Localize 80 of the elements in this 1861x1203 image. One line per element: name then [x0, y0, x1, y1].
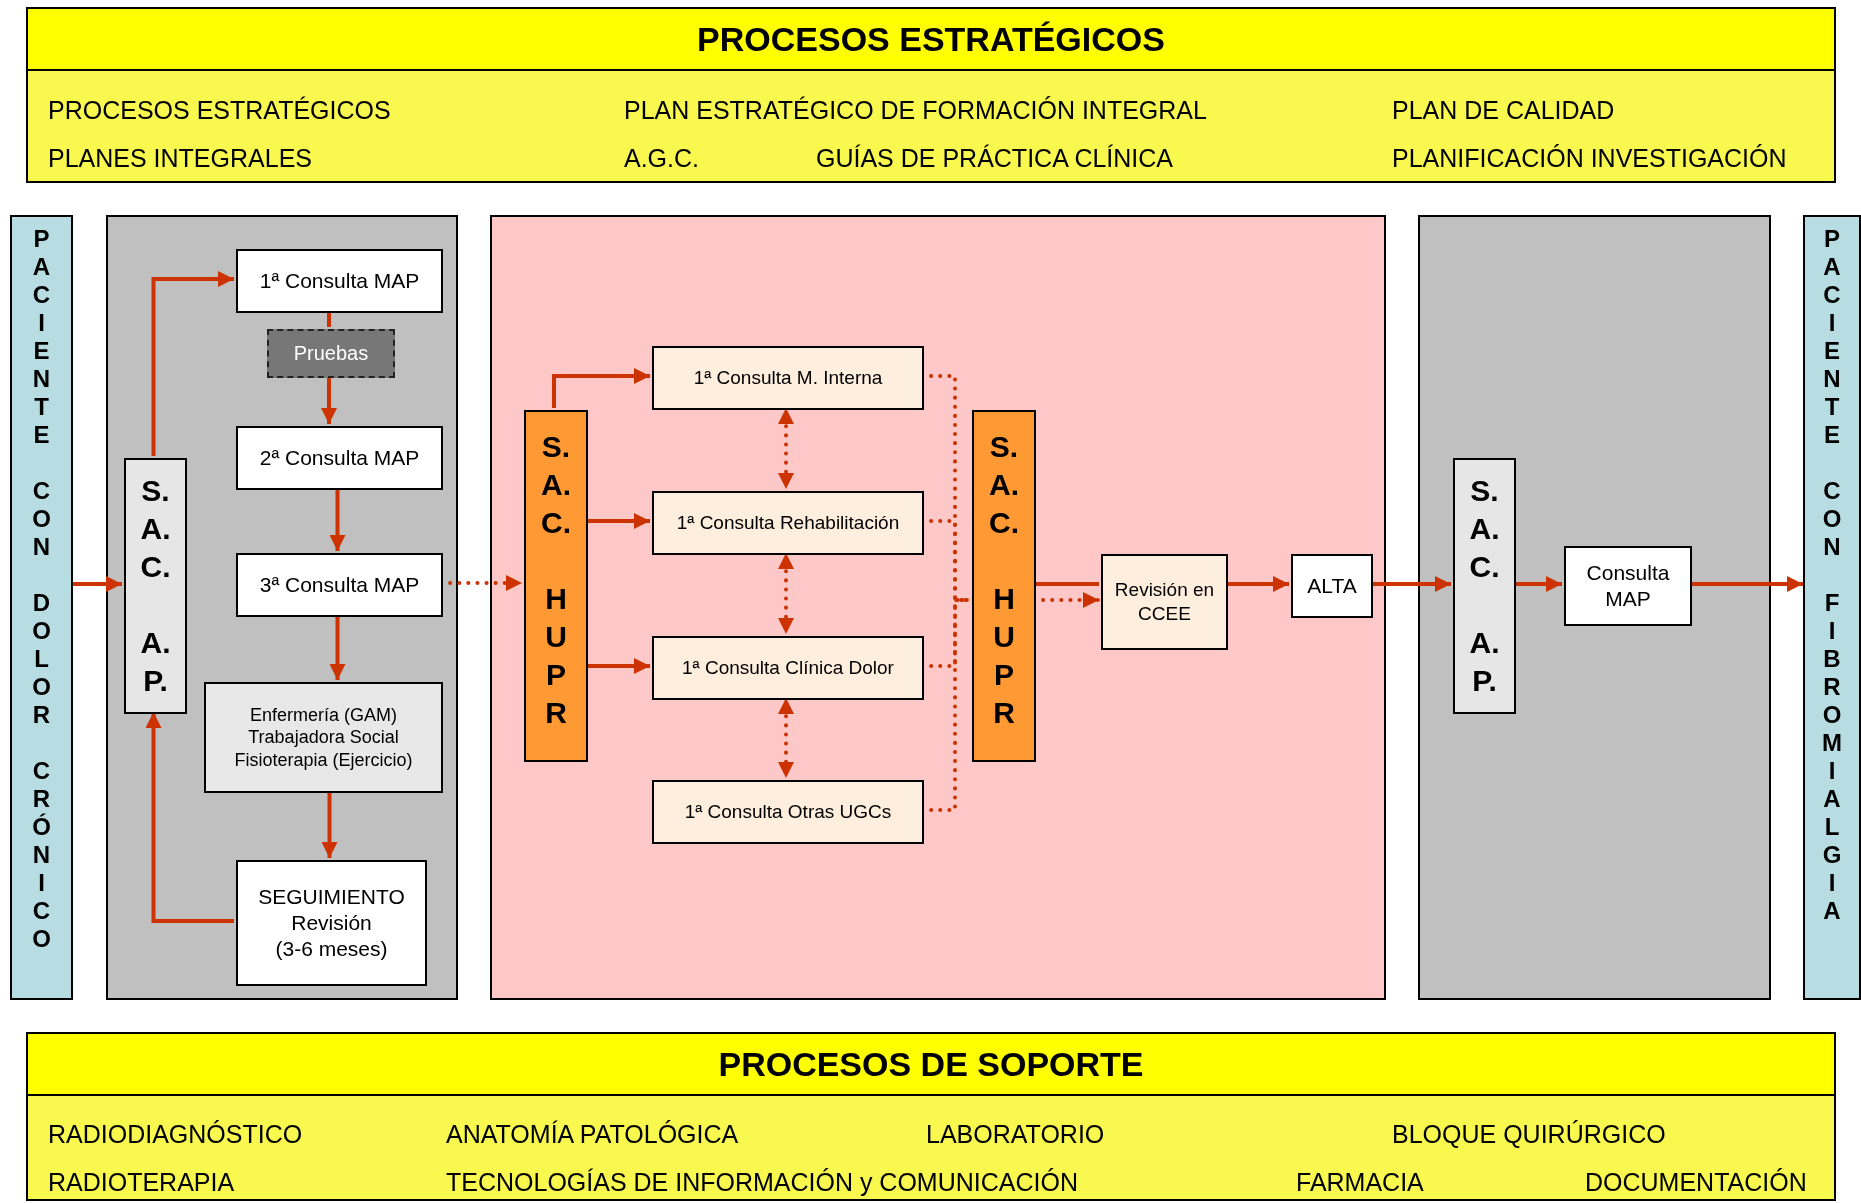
box-label: Enfermería (GAM)	[250, 703, 397, 727]
vertical-label: PACIENTE CON FIBROMIALGIA	[1822, 224, 1842, 925]
process-item: FARMACIA	[1296, 1168, 1424, 1196]
process-band	[26, 1032, 1836, 1201]
test-box	[267, 329, 395, 378]
process-box	[236, 553, 443, 617]
patient-column	[10, 215, 73, 1000]
process-item: DOCUMENTACIÓN	[1585, 1168, 1807, 1196]
arrow	[329, 615, 346, 680]
arrow	[552, 368, 650, 408]
process-item: ANATOMÍA PATOLÓGICA	[446, 1120, 739, 1148]
process-item: RADIOTERAPIA	[48, 1168, 235, 1196]
process-box	[236, 249, 443, 313]
process-item: GUÍAS DE PRÁCTICA CLÍNICA	[816, 144, 1174, 172]
process-item: PROCESOS ESTRATÉGICOS	[48, 96, 391, 124]
arrow	[73, 576, 122, 592]
box-label: Fisioterapia (Ejercicio)	[234, 748, 413, 772]
process-item: A.G.C.	[624, 144, 699, 172]
box-label: 1ª Consulta M. Interna	[693, 366, 883, 390]
arrow	[321, 376, 337, 424]
band-heading: PROCESOS DE SOPORTE	[28, 1034, 1834, 1096]
process-item: LABORATORIO	[926, 1120, 1105, 1148]
box-label: Revisión en CCEE	[1113, 578, 1216, 626]
box-label: 1ª Consulta MAP	[259, 267, 420, 294]
process-box	[236, 860, 427, 986]
box-label: Consulta MAP	[1585, 559, 1671, 612]
box-label: Revisión	[291, 909, 372, 936]
patient-column	[1803, 215, 1861, 1000]
process-item: TECNOLOGÍAS DE INFORMACIÓN y COMUNICACIÓN	[446, 1168, 1078, 1196]
process-item: PLAN DE CALIDAD	[1392, 96, 1615, 124]
connector-line	[327, 311, 331, 327]
process-item: PLANES INTEGRALES	[48, 144, 312, 172]
connector-line	[1034, 582, 1099, 586]
panel-background	[1418, 215, 1771, 1000]
panel-background	[106, 215, 458, 1000]
process-item: BLOQUE QUIRÚRGICO	[1392, 1120, 1666, 1148]
vertical-label: S.A.C. A.P.	[1469, 473, 1500, 699]
process-box	[652, 780, 924, 844]
arrow	[321, 791, 338, 858]
process-box	[652, 636, 924, 700]
vertical-label: S.A.C. HUPR	[989, 429, 1019, 731]
process-box	[236, 426, 443, 490]
arrow	[1690, 576, 1803, 592]
arrow	[1514, 576, 1562, 592]
box-label: Trabajadora Social	[248, 726, 399, 749]
arrow	[145, 712, 234, 923]
process-box	[652, 346, 924, 410]
arrow	[1226, 576, 1289, 592]
band-heading: PROCESOS ESTRATÉGICOS	[28, 9, 1834, 71]
service-bar	[124, 458, 187, 714]
service-bar	[972, 410, 1036, 762]
panel-background	[490, 215, 1386, 1000]
arrow	[329, 488, 346, 551]
process-item: RADIODIAGNÓSTICO	[48, 1120, 303, 1148]
process-box	[652, 491, 924, 555]
process-box	[1101, 554, 1228, 650]
box-label: ALTA	[1307, 572, 1357, 599]
arrow	[586, 513, 650, 529]
box-label: SEGUIMIENTO	[258, 883, 405, 910]
service-bar	[1453, 458, 1516, 714]
box-label: 3ª Consulta MAP	[259, 571, 420, 598]
box-label: (3-6 meses)	[275, 936, 388, 963]
vertical-label: S.A.C. HUPR	[541, 429, 571, 731]
box-label: 1ª Consulta Otras UGCs	[684, 800, 892, 824]
process-band	[26, 7, 1836, 183]
process-item: PLAN ESTRATÉGICO DE FORMACIÓN INTEGRAL	[624, 96, 1207, 124]
box-label: 1ª Consulta Rehabilitación	[676, 511, 900, 535]
vertical-label: PACIENTE CON DOLOR CRÓNICO	[32, 224, 51, 953]
arrow	[1371, 576, 1451, 592]
process-item: PLANIFICACIÓN INVESTIGACIÓN	[1392, 144, 1787, 172]
vertical-label: S.A.C. A.P.	[140, 473, 171, 699]
box-label: 1ª Consulta Clínica Dolor	[682, 656, 894, 680]
arrow	[151, 271, 234, 456]
process-box	[1291, 554, 1373, 618]
arrow	[586, 658, 650, 674]
process-box	[1564, 546, 1692, 626]
box-label: 2ª Consulta MAP	[259, 444, 420, 471]
process-box	[204, 682, 443, 793]
box-label: Pruebas	[293, 341, 369, 366]
service-bar	[524, 410, 588, 762]
